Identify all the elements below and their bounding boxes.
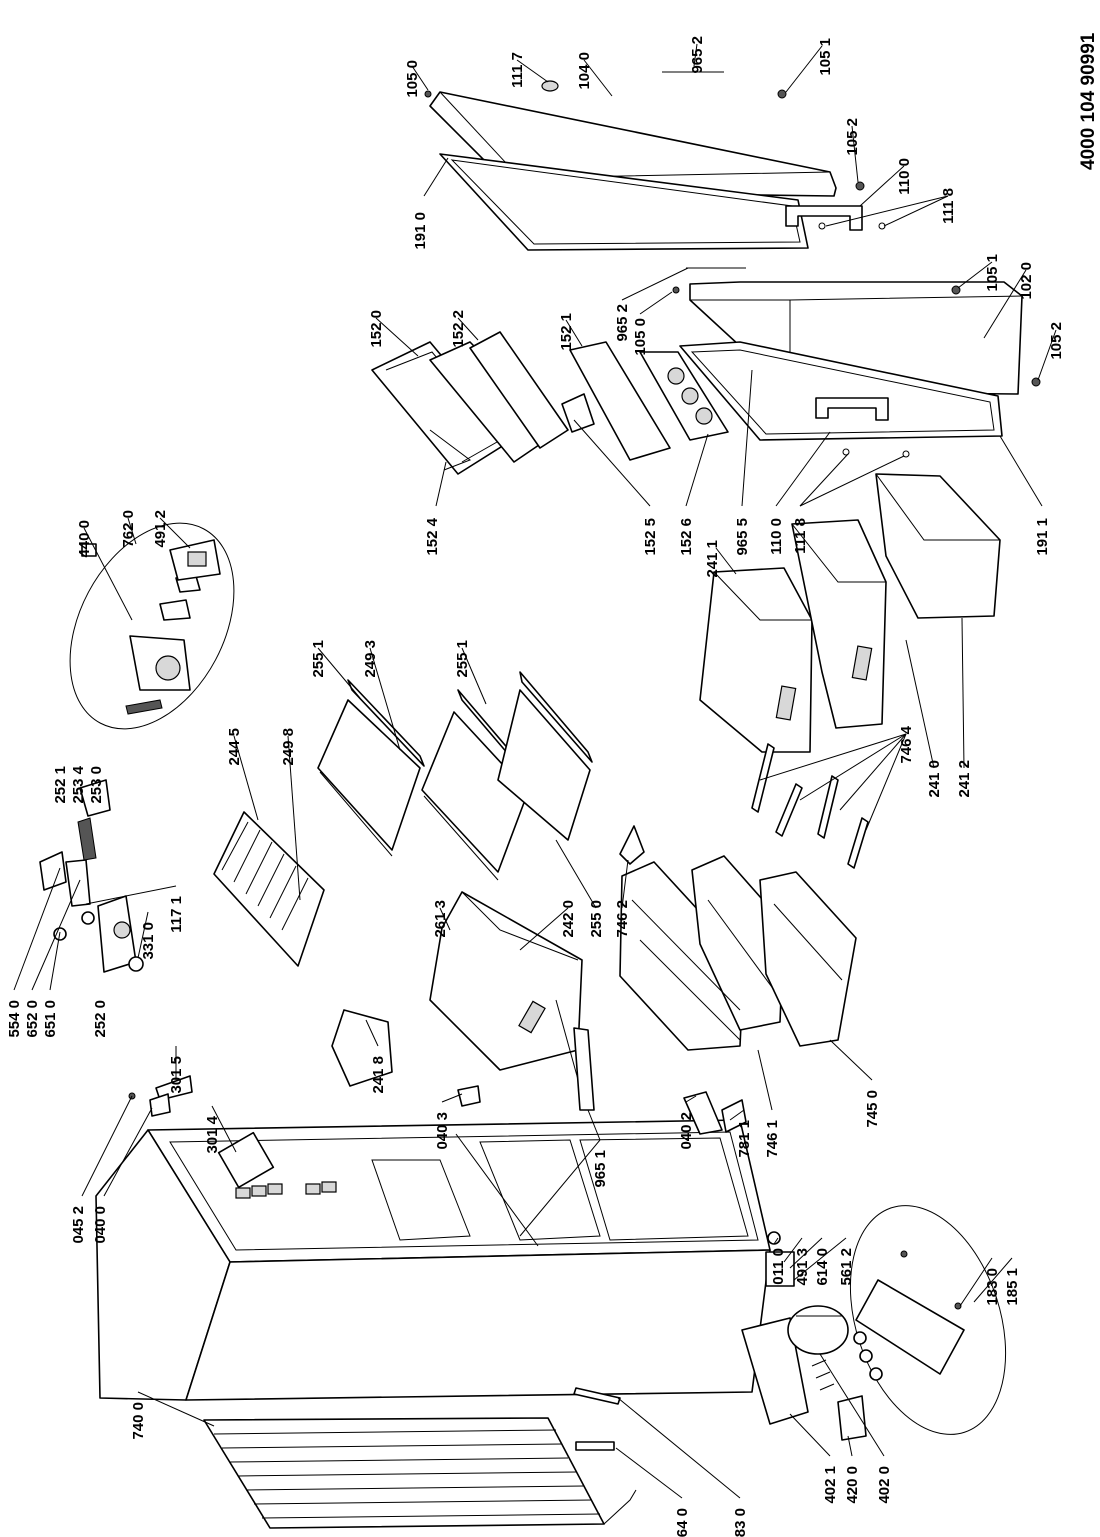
callout-c6520: 652 0 xyxy=(24,1000,41,1038)
callout-c2520: 252 0 xyxy=(92,1000,109,1038)
callout-c1100b: 110 0 xyxy=(768,518,785,555)
callout-c2530: 253 0 xyxy=(88,766,105,804)
callout-c2412: 241 2 xyxy=(956,760,973,798)
lower-hinge-bracket xyxy=(815,397,889,421)
callout-c7830: 783 0 xyxy=(732,1508,749,1537)
callout-c9652a: 965 2 xyxy=(689,36,706,74)
door-balconies xyxy=(371,331,729,475)
callout-c1052a: 105 2 xyxy=(844,118,861,156)
callout-c2550: 255 0 xyxy=(588,900,605,938)
callout-c1851: 185 1 xyxy=(1004,1268,1021,1306)
callout-c1171: 117 1 xyxy=(168,896,185,933)
thermostat-lamp-parts xyxy=(39,779,144,973)
callout-c1522: 152 2 xyxy=(450,310,467,348)
callout-c2534: 253 4 xyxy=(70,765,87,803)
callout-c9652b: 965 2 xyxy=(614,304,631,342)
callout-labels: 105 0 111 7 104 0 965 2 105 1 105 2 110 0 111 8… xyxy=(6,36,1065,1537)
callout-c1526: 152 6 xyxy=(678,518,695,556)
callout-c2420: 242 0 xyxy=(560,900,577,938)
leader-lines xyxy=(13,43,1057,1499)
callout-c4021: 402 1 xyxy=(822,1466,839,1504)
callout-c2551b: 255 1 xyxy=(454,640,471,678)
callout-c6510: 651 0 xyxy=(42,1000,59,1038)
callout-c7640: 764 0 xyxy=(674,1508,691,1537)
callout-c7450: 745 0 xyxy=(864,1090,881,1128)
callout-c2493: 249 3 xyxy=(362,640,379,678)
callout-c0403: 040 3 xyxy=(434,1112,451,1150)
callout-c4912: 491 2 xyxy=(152,510,169,548)
callout-c7464: 746 4 xyxy=(898,725,915,763)
callout-c1050a: 105 0 xyxy=(404,60,421,98)
callout-c2410: 241 0 xyxy=(926,760,943,798)
callout-c4400: 440 0 xyxy=(76,520,93,558)
fan-assembly-group xyxy=(69,522,235,730)
callout-c1911: 191 1 xyxy=(1034,518,1051,556)
callout-c4913: 491 3 xyxy=(794,1248,811,1286)
callout-c9651: 965 1 xyxy=(592,1150,609,1188)
callout-c1910: 191 0 xyxy=(412,212,429,250)
callout-c5540: 554 0 xyxy=(6,1000,23,1038)
wire-shelf-upper xyxy=(213,811,325,967)
condenser xyxy=(203,1387,637,1529)
callout-c2551a: 255 1 xyxy=(310,640,327,678)
callout-c1521: 152 1 xyxy=(558,313,575,351)
callout-c1100a: 110 0 xyxy=(896,158,913,195)
callout-c2411: 241 1 xyxy=(704,540,721,578)
callout-c7462: 746 2 xyxy=(614,900,631,938)
callout-c0110: 011 0 xyxy=(770,1248,787,1285)
callout-c2521: 252 1 xyxy=(52,766,69,804)
callout-c0400: 040 0 xyxy=(92,1206,109,1244)
compressor-area xyxy=(741,1205,1007,1441)
callout-c1051b: 105 1 xyxy=(984,254,1001,292)
callout-c1117: 111 7 xyxy=(509,52,526,88)
callout-c0452: 045 2 xyxy=(70,1206,87,1244)
callout-c5612: 561 2 xyxy=(838,1248,855,1286)
freezer-wire-shelves xyxy=(619,743,869,1051)
callout-c3015: 301 5 xyxy=(168,1056,185,1094)
callout-c0402: 040 2 xyxy=(678,1112,695,1150)
callout-c3310: 331 0 xyxy=(140,922,157,960)
callout-c2418: 241 8 xyxy=(370,1056,387,1094)
callout-c7400: 740 0 xyxy=(130,1402,147,1440)
callout-c1052b: 105 2 xyxy=(1048,322,1065,360)
callout-c1020: 102 0 xyxy=(1018,262,1035,300)
upper-door-gasket xyxy=(439,153,809,251)
callout-c1520: 152 0 xyxy=(368,310,385,348)
callout-c1050b: 105 0 xyxy=(632,318,649,356)
callout-c1118a: 111 8 xyxy=(940,188,957,224)
upper-hinge-bracket xyxy=(785,205,863,231)
callout-c1051a: 105 1 xyxy=(817,38,834,76)
callout-c3014: 301 4 xyxy=(204,1115,221,1153)
callout-c4200: 420 0 xyxy=(844,1466,861,1504)
callout-c2445: 244 5 xyxy=(226,728,243,766)
callout-c1830: 183 0 xyxy=(984,1268,1001,1306)
lower-door-gasket xyxy=(679,341,1003,441)
glass-shelves xyxy=(317,671,593,881)
part-drawings xyxy=(39,71,1041,1529)
callout-c2613: 261 3 xyxy=(432,900,449,938)
cabinet xyxy=(95,1075,771,1401)
callout-c4020: 402 0 xyxy=(876,1466,893,1504)
document-number: 4000 104 90991 xyxy=(1078,32,1099,170)
callout-c1524: 152 4 xyxy=(424,517,441,555)
callout-c6140: 614 0 xyxy=(814,1248,831,1286)
callout-c7620: 762 0 xyxy=(120,510,137,548)
ice-tray xyxy=(331,1009,393,1087)
callout-c1118b: 111 8 xyxy=(792,518,809,554)
callout-c7811: 781 1 xyxy=(736,1120,753,1158)
callout-c9655: 965 5 xyxy=(734,518,751,556)
callout-c2498: 249 8 xyxy=(280,728,297,766)
crisper-drawer xyxy=(429,891,595,1111)
callout-c1525: 152 5 xyxy=(642,518,659,556)
freezer-drawers xyxy=(699,473,1001,753)
callout-c7461: 746 1 xyxy=(764,1120,781,1158)
callout-c1040: 104 0 xyxy=(576,52,593,90)
